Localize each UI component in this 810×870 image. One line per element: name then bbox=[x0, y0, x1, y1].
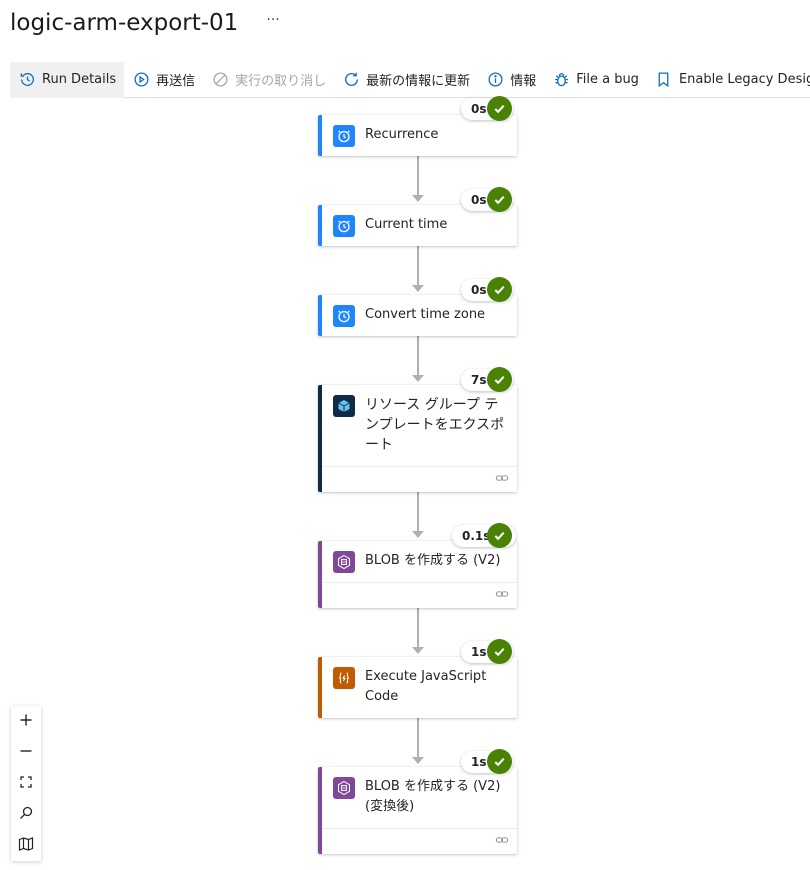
history-icon bbox=[18, 71, 36, 89]
file-bug-button[interactable]: File a bug bbox=[544, 62, 647, 98]
success-check-icon bbox=[487, 639, 512, 664]
bug-icon bbox=[552, 71, 570, 89]
step-accent bbox=[318, 657, 322, 718]
bookmark-icon bbox=[655, 71, 673, 89]
step-footer bbox=[322, 466, 517, 492]
step-card-create-blob[interactable]: BLOB を作成する (V2) bbox=[318, 541, 517, 608]
link-icon[interactable] bbox=[495, 832, 509, 851]
step-accent bbox=[318, 767, 322, 854]
cancel-run-label: 実行の取り消し bbox=[235, 74, 327, 89]
connector-3-arrow bbox=[412, 375, 424, 382]
clock-icon bbox=[333, 305, 355, 327]
clock-icon bbox=[333, 125, 355, 147]
connector-6 bbox=[417, 718, 419, 758]
success-check-icon bbox=[487, 367, 512, 392]
canvas-controls bbox=[11, 706, 41, 861]
resubmit-label: 再送信 bbox=[156, 74, 196, 89]
resource-group-icon bbox=[333, 395, 355, 417]
duration-text: 0s bbox=[471, 102, 487, 116]
connector-1-arrow bbox=[412, 195, 424, 202]
step-accent bbox=[318, 115, 322, 156]
connector-2 bbox=[417, 246, 419, 286]
step-label: リソース グループ テンプレートをエクスポート bbox=[365, 397, 505, 453]
step-card-execute-javascript-code[interactable]: Execute JavaScript Code bbox=[318, 657, 517, 718]
zoom-out-button[interactable] bbox=[11, 737, 41, 768]
refresh-button[interactable]: 最新の情報に更新 bbox=[334, 62, 478, 98]
cancel-run-button[interactable]: 実行の取り消し bbox=[203, 62, 334, 98]
title-row: logic-arm-export-01 ··· bbox=[10, 6, 280, 40]
step-footer bbox=[322, 582, 517, 608]
step-label: BLOB を作成する (V2) (変換後) bbox=[365, 779, 501, 814]
minimap-button[interactable] bbox=[11, 830, 41, 861]
zoom-in-button[interactable] bbox=[11, 706, 41, 737]
refresh-icon bbox=[342, 71, 360, 89]
blob-storage-icon bbox=[333, 551, 355, 573]
fit-view-icon bbox=[18, 774, 34, 794]
search-button[interactable] bbox=[11, 799, 41, 830]
page-title: logic-arm-export-01 bbox=[10, 10, 239, 36]
step-card-recurrence[interactable]: Recurrence bbox=[318, 115, 517, 156]
duration-text: 0s bbox=[471, 193, 487, 207]
clock-icon bbox=[333, 215, 355, 237]
run-details-button[interactable]: Run Details bbox=[10, 61, 125, 98]
step-accent bbox=[318, 295, 322, 336]
minimap-icon bbox=[18, 836, 34, 856]
zoom-out-icon bbox=[18, 743, 34, 763]
step-card-current-time[interactable]: Current time bbox=[318, 205, 517, 246]
connector-4-arrow bbox=[412, 531, 424, 538]
step-accent bbox=[318, 385, 322, 492]
step-accent bbox=[318, 205, 322, 246]
more-options-button[interactable]: ··· bbox=[266, 12, 280, 28]
file-bug-label: File a bug bbox=[576, 72, 639, 87]
success-check-icon bbox=[487, 749, 512, 774]
enable-legacy-designer-button[interactable]: Enable Legacy Designer bbox=[647, 62, 810, 98]
connector-5-arrow bbox=[412, 647, 424, 654]
step-card-convert-time-zone[interactable]: Convert time zone bbox=[318, 295, 517, 336]
success-check-icon bbox=[487, 523, 512, 548]
step-label: Convert time zone bbox=[365, 307, 486, 322]
step-footer bbox=[322, 828, 517, 854]
javascript-code-icon bbox=[333, 667, 355, 689]
blob-storage-icon bbox=[333, 777, 355, 799]
connector-1 bbox=[417, 156, 419, 196]
step-card-export-resource-group-template[interactable]: リソース グループ テンプレートをエクスポート bbox=[318, 385, 517, 492]
search-icon bbox=[18, 805, 34, 825]
duration-text: 7s bbox=[471, 373, 487, 387]
zoom-in-icon bbox=[18, 712, 34, 732]
refresh-label: 最新の情報に更新 bbox=[366, 74, 471, 89]
connector-3 bbox=[417, 336, 419, 376]
success-check-icon bbox=[487, 187, 512, 212]
step-label: Execute JavaScript Code bbox=[365, 669, 487, 704]
step-card-create-blob-converted[interactable]: BLOB を作成する (V2) (変換後) bbox=[318, 767, 517, 854]
duration-text: 1s bbox=[471, 755, 487, 769]
resubmit-icon bbox=[132, 71, 150, 89]
command-bar: Run Details 再送信 実行の取り消し 最新の情報に更新 情報 File… bbox=[10, 61, 810, 98]
info-button[interactable]: 情報 bbox=[478, 62, 544, 98]
duration-text: 1s bbox=[471, 645, 487, 659]
duration-text: 0.1s bbox=[462, 529, 491, 543]
success-check-icon bbox=[487, 96, 512, 121]
step-label: Recurrence bbox=[365, 127, 439, 142]
fit-view-button[interactable] bbox=[11, 768, 41, 799]
connector-4 bbox=[417, 492, 419, 532]
info-icon bbox=[486, 71, 504, 89]
link-icon[interactable] bbox=[495, 586, 509, 605]
link-icon[interactable] bbox=[495, 470, 509, 489]
cancel-icon bbox=[211, 71, 229, 89]
resubmit-button[interactable]: 再送信 bbox=[124, 62, 203, 98]
connector-5 bbox=[417, 608, 419, 648]
step-label: BLOB を作成する (V2) bbox=[365, 553, 501, 568]
connector-6-arrow bbox=[412, 757, 424, 764]
success-check-icon bbox=[487, 277, 512, 302]
workflow-canvas[interactable]: Recurrence 0s Current time 0s Convert ti… bbox=[0, 96, 810, 870]
duration-text: 0s bbox=[471, 283, 487, 297]
step-label: Current time bbox=[365, 217, 448, 232]
enable-legacy-designer-label: Enable Legacy Designer bbox=[678, 72, 810, 87]
info-label: 情報 bbox=[510, 74, 537, 89]
run-details-label: Run Details bbox=[42, 72, 117, 87]
step-accent bbox=[318, 541, 322, 608]
connector-2-arrow bbox=[412, 285, 424, 292]
